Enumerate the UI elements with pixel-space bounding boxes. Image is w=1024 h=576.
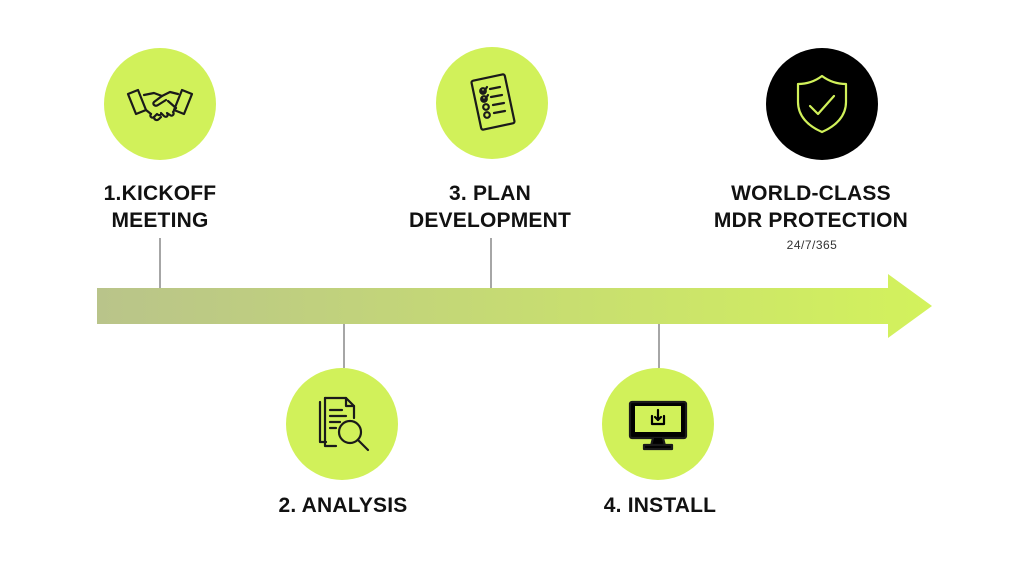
step-analysis-label: 2. ANALYSIS	[263, 492, 423, 519]
step-analysis-line1: 2. ANALYSIS	[278, 494, 408, 517]
checklist-icon	[470, 73, 516, 131]
mdr-protection-circle	[766, 48, 878, 160]
connector-plan	[490, 238, 492, 288]
monitor-download-icon	[628, 400, 688, 451]
step-plan-line1: 3. PLAN	[449, 182, 531, 205]
mdr-protection-label: WORLD-CLASS MDR PROTECTION	[700, 180, 922, 234]
document-search-icon	[318, 396, 370, 452]
step-plan-circle	[436, 47, 548, 159]
step-kickoff-circle	[104, 48, 216, 160]
step-kickoff-label: 1.KICKOFF MEETING	[80, 180, 240, 234]
mdr-protection-line2: MDR PROTECTION	[713, 209, 909, 232]
step-kickoff-line2: MEETING	[111, 209, 209, 232]
mdr-availability-text: 24/7/365	[786, 238, 838, 252]
connector-kickoff	[159, 238, 161, 288]
step-install-circle	[602, 368, 714, 480]
connector-install	[658, 324, 660, 368]
shield-check-icon	[796, 74, 848, 134]
handshake-icon	[126, 88, 194, 122]
step-install-line1: 4. INSTALL	[603, 494, 717, 517]
step-install-label: 4. INSTALL	[580, 492, 740, 519]
step-analysis-circle	[286, 368, 398, 480]
mdr-protection-line1: WORLD-CLASS	[731, 182, 891, 205]
step-kickoff-line1: 1.KICKOFF	[103, 182, 217, 205]
step-plan-label: 3. PLAN DEVELOPMENT	[395, 180, 585, 234]
step-plan-line2: DEVELOPMENT	[408, 209, 572, 232]
connector-analysis	[343, 324, 345, 368]
